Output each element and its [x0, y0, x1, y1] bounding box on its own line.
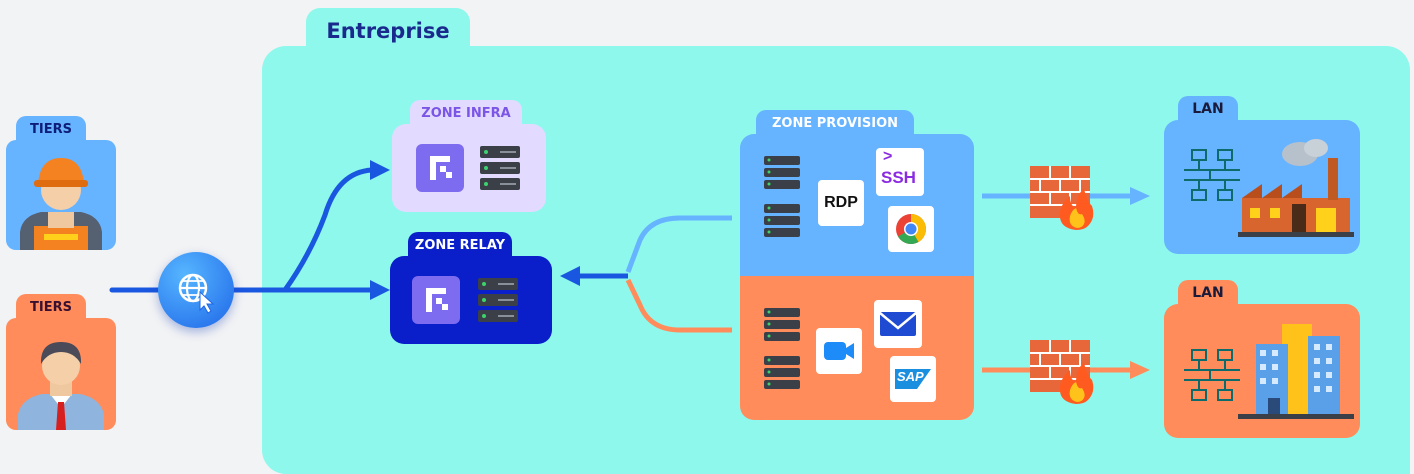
video-camera-icon	[824, 342, 854, 360]
internet-node[interactable]	[158, 252, 234, 328]
globe-cursor-icon	[178, 273, 215, 314]
app-logo-icon	[416, 144, 464, 192]
sap-logo	[895, 369, 931, 389]
sap-label: SAP	[897, 369, 924, 384]
zone-provision-tab: ZONE PROVISION	[756, 110, 914, 136]
infra-arrowhead	[370, 160, 390, 180]
relay-arrowhead	[370, 280, 390, 300]
actor-label: TIERS	[30, 121, 72, 137]
actor-label: TIERS	[30, 299, 72, 315]
businessman-avatar	[18, 342, 104, 430]
actor-box	[6, 140, 116, 250]
video-service[interactable]	[816, 328, 862, 374]
server-rack-icon	[764, 308, 800, 389]
browser-service[interactable]	[888, 206, 934, 252]
lan-orange-arrowhead	[1130, 361, 1150, 379]
lan-label: LAN	[1192, 285, 1224, 301]
app-logo-icon	[412, 276, 460, 324]
mail-icon	[879, 312, 917, 336]
worker-avatar	[20, 158, 102, 250]
provision-orange-line	[625, 278, 732, 333]
zone-relay-tab: ZONE RELAY	[408, 232, 512, 258]
relay-return-arrowhead	[560, 266, 580, 286]
firewall-icon	[1030, 166, 1094, 230]
rdp-service[interactable]: RDP	[818, 180, 864, 226]
server-rack-icon	[478, 278, 518, 322]
sap-service[interactable]: SAP	[890, 356, 936, 402]
zone-infra-tab: ZONE INFRA	[410, 100, 522, 126]
server-rack-icon	[764, 156, 800, 237]
provision-blue-line	[625, 215, 732, 273]
server-rack-icon	[480, 146, 520, 190]
ssh-service[interactable]: > SSH	[876, 148, 924, 196]
chrome-icon	[896, 214, 926, 245]
zone-provision-label: ZONE PROVISION	[771, 115, 899, 131]
zone-relay-label: ZONE RELAY	[414, 237, 506, 253]
actor-box	[6, 318, 116, 430]
infra-arrow-line	[282, 167, 375, 293]
zone-infra-label: ZONE INFRA	[421, 105, 511, 121]
lan-label: LAN	[1192, 101, 1224, 117]
enterprise-label: Entreprise	[326, 19, 450, 43]
actor-tab: TIERS	[16, 116, 86, 142]
lan-tab: LAN	[1178, 280, 1238, 306]
office-network-icon	[1184, 324, 1354, 419]
mail-service[interactable]	[874, 300, 922, 348]
rdp-label: RDP	[824, 194, 858, 211]
factory-network-icon	[1184, 139, 1354, 237]
actor-tab: TIERS	[16, 294, 86, 320]
firewall-icon	[1030, 340, 1094, 404]
lan-tab: LAN	[1178, 96, 1238, 122]
ssh-prompt: >	[883, 148, 893, 165]
ssh-label: SSH	[881, 168, 916, 187]
lan-blue-arrowhead	[1130, 187, 1150, 205]
